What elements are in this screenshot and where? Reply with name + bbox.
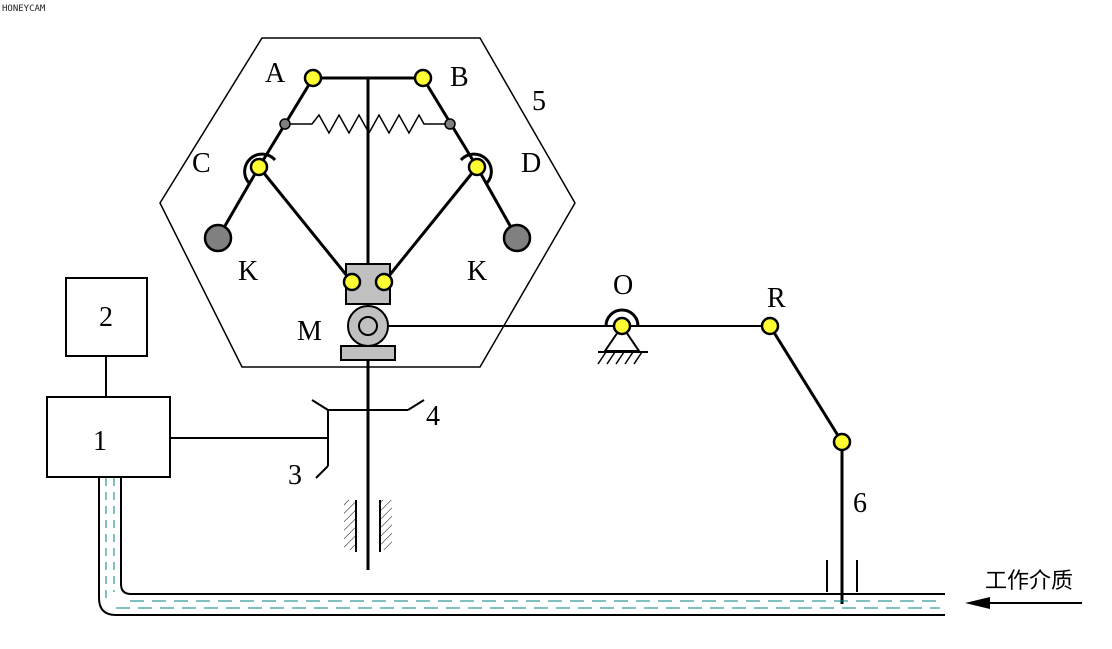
- joint-slider-right: [374, 272, 394, 292]
- joint-d: [467, 157, 487, 177]
- pivot-o-arc: [604, 308, 640, 327]
- joints: [249, 68, 852, 452]
- label-6: 6: [853, 488, 867, 519]
- gear-4-edge-right: [407, 399, 425, 411]
- collar-base: [340, 345, 396, 361]
- fluid-vertical: [105, 478, 115, 600]
- pipe-outer: [98, 477, 945, 616]
- pivot-o-hatch: [597, 351, 643, 365]
- collar-m-inner: [358, 316, 378, 336]
- label-b: B: [450, 62, 469, 93]
- joint-rod: [832, 432, 852, 452]
- spring-pin-right: [444, 118, 456, 130]
- box-1: [46, 396, 171, 478]
- governor-housing: [159, 37, 576, 368]
- fluid-horizontal: [116, 600, 940, 609]
- label-d: D: [521, 148, 541, 179]
- label-2: 2: [99, 302, 113, 333]
- joint-slider-left: [342, 272, 362, 292]
- label-1: 1: [93, 426, 107, 457]
- joint-c: [249, 157, 269, 177]
- label-r: R: [767, 283, 786, 314]
- label-k-left: K: [238, 256, 258, 287]
- medium-arrow-head: [965, 597, 990, 609]
- bearing-right-hatch: [380, 500, 392, 550]
- label-c: C: [192, 148, 211, 179]
- gear-3-edge: [315, 465, 329, 479]
- flyweight-right: [502, 223, 532, 253]
- link-c-m: [257, 166, 354, 283]
- label-5: 5: [532, 86, 546, 117]
- link-d-m: [382, 166, 479, 283]
- label-working-medium: 工作介质: [985, 569, 1073, 594]
- gear-4-edge-left: [311, 399, 329, 411]
- bearing-left-hatch: [344, 500, 356, 550]
- flyweight-left: [203, 223, 233, 253]
- hinge-d: [459, 152, 493, 184]
- label-m: M: [297, 316, 322, 347]
- joint-r: [760, 316, 780, 336]
- joint-a: [303, 68, 323, 88]
- label-3: 3: [288, 460, 302, 491]
- spring: [285, 113, 450, 135]
- pipe-inner: [120, 477, 945, 595]
- link-r: [768, 325, 844, 443]
- label-o: O: [613, 270, 633, 301]
- joint-b: [413, 68, 433, 88]
- label-a: A: [265, 58, 286, 89]
- joint-o: [612, 316, 632, 336]
- label-4: 4: [426, 401, 440, 432]
- label-k-right: K: [467, 256, 487, 287]
- spring-pin-left: [279, 118, 291, 130]
- watermark: HONEYCAM: [2, 4, 46, 14]
- hinge-c: [243, 152, 277, 184]
